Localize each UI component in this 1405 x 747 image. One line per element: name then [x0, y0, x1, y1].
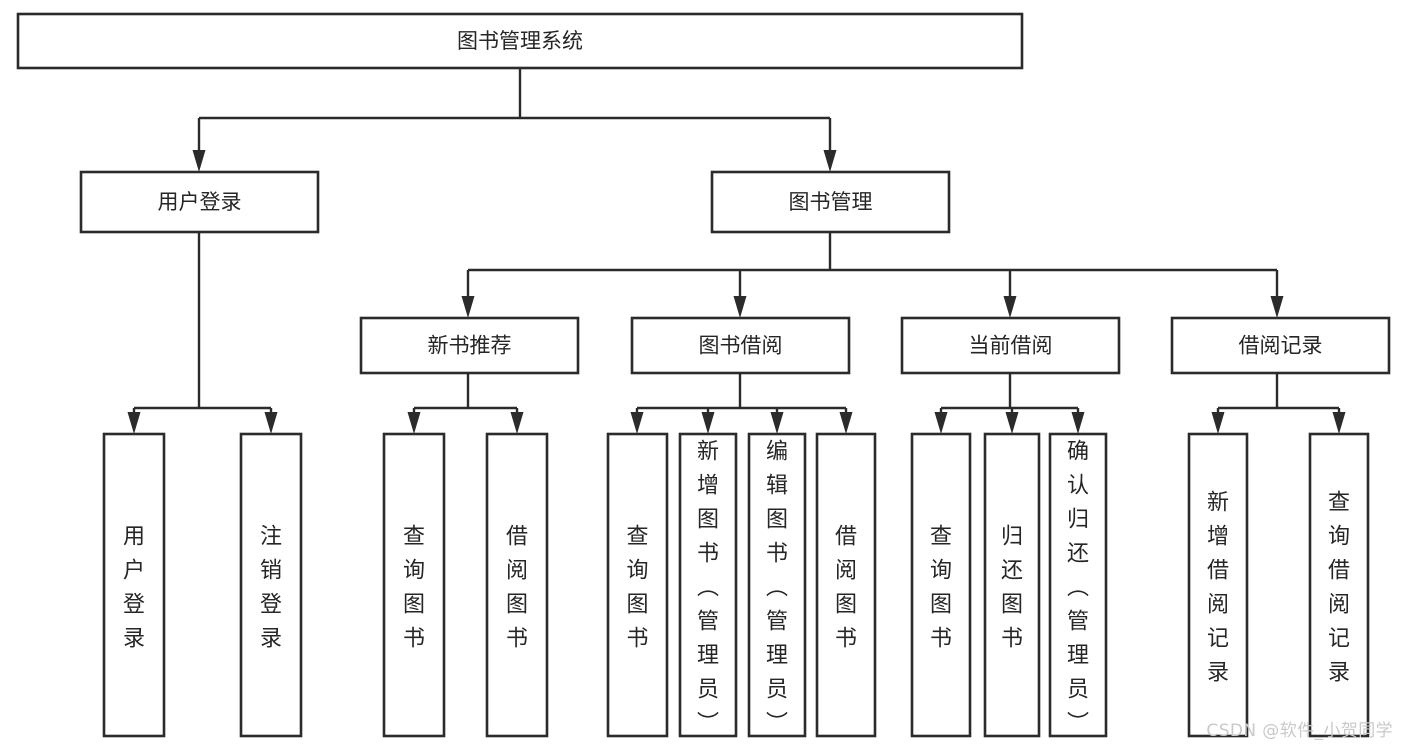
- arrow-head-icon: [510, 412, 524, 434]
- node-box[interactable]: [359, 316, 580, 375]
- node-layer: 图书管理系统用户登录图书管理新书推荐图书借阅当前借阅借阅记录用户登录注销登录查询…: [16, 12, 1391, 738]
- node-box[interactable]: [606, 432, 669, 738]
- node-box[interactable]: [1308, 432, 1370, 738]
- node-box[interactable]: [630, 316, 851, 375]
- arrow-head-icon: [264, 412, 278, 434]
- node-l3-新书推荐[interactable]: 新书推荐: [359, 316, 580, 375]
- node-box[interactable]: [239, 432, 303, 738]
- node-box[interactable]: [678, 432, 738, 738]
- arrow-head-icon: [1270, 296, 1284, 318]
- node-label: 图书借阅: [699, 334, 783, 358]
- node-box[interactable]: [79, 170, 320, 234]
- node-leaf-查询图书[interactable]: 查询图书: [382, 432, 446, 738]
- node-leaf-查询借阅记录[interactable]: 查询借阅记录: [1308, 432, 1370, 738]
- node-box[interactable]: [910, 432, 972, 738]
- arrow-head-icon: [934, 412, 948, 434]
- node-box[interactable]: [983, 432, 1041, 738]
- arrow-head-icon: [839, 412, 853, 434]
- node-label: 图书管理: [789, 190, 873, 214]
- node-l3-图书借阅[interactable]: 图书借阅: [630, 316, 851, 375]
- connector-layer: [127, 68, 1346, 434]
- arrow-head-icon: [733, 296, 747, 318]
- arrow-head-icon: [823, 150, 837, 172]
- arrow-head-icon: [770, 412, 784, 434]
- node-root-图书管理系统[interactable]: 图书管理系统: [16, 12, 1024, 70]
- node-label: 用户登录: [158, 190, 242, 214]
- node-leaf-借阅图书[interactable]: 借阅图书: [485, 432, 549, 738]
- node-label: 新书推荐: [428, 334, 512, 358]
- node-leaf-查询图书[interactable]: 查询图书: [606, 432, 669, 738]
- node-label: 查询借阅记录: [1328, 491, 1350, 686]
- arrow-head-icon: [701, 412, 715, 434]
- node-label: 借阅记录: [1239, 334, 1323, 358]
- arrow-head-icon: [1332, 412, 1346, 434]
- arrow-head-icon: [1003, 296, 1017, 318]
- node-label: 查询图书: [626, 525, 648, 652]
- node-l2-图书管理[interactable]: 图书管理: [710, 170, 951, 234]
- node-label: 当前借阅: [969, 334, 1053, 358]
- node-label: 编辑图书︵管理员︶: [766, 440, 788, 737]
- node-box[interactable]: [102, 432, 166, 738]
- node-label: 借阅图书: [506, 525, 528, 652]
- node-box[interactable]: [1048, 432, 1108, 738]
- arrow-head-icon: [461, 296, 475, 318]
- node-leaf-新增图书管理员[interactable]: 新增图书︵管理员︶: [678, 432, 738, 738]
- node-leaf-新增借阅记录[interactable]: 新增借阅记录: [1187, 432, 1249, 738]
- node-label: 新增借阅记录: [1207, 491, 1229, 686]
- arrow-head-icon: [1071, 412, 1085, 434]
- node-l2-用户登录[interactable]: 用户登录: [79, 170, 320, 234]
- node-label: 注销登录: [260, 525, 282, 652]
- node-box[interactable]: [1170, 316, 1391, 375]
- node-leaf-借阅图书[interactable]: 借阅图书: [815, 432, 877, 738]
- arrow-head-icon: [1005, 412, 1019, 434]
- node-l3-借阅记录[interactable]: 借阅记录: [1170, 316, 1391, 375]
- node-label: 借阅图书: [835, 525, 857, 652]
- arrow-head-icon: [407, 412, 421, 434]
- node-box[interactable]: [747, 432, 807, 738]
- node-box[interactable]: [710, 170, 951, 234]
- node-leaf-查询图书[interactable]: 查询图书: [910, 432, 972, 738]
- arrow-head-icon: [192, 150, 206, 172]
- arrow-head-icon: [1211, 412, 1225, 434]
- node-label: 归还图书: [1001, 525, 1023, 652]
- arrow-head-icon: [127, 412, 141, 434]
- node-box[interactable]: [485, 432, 549, 738]
- node-leaf-用户登录[interactable]: 用户登录: [102, 432, 166, 738]
- node-label: 确认归还︵管理员︶: [1067, 440, 1089, 737]
- arrow-head-icon: [630, 412, 644, 434]
- node-leaf-确认归还管理员[interactable]: 确认归还︵管理员︶: [1048, 432, 1108, 738]
- node-l3-当前借阅[interactable]: 当前借阅: [900, 316, 1121, 375]
- node-leaf-注销登录[interactable]: 注销登录: [239, 432, 303, 738]
- node-label: 查询图书: [403, 525, 425, 652]
- node-label: 查询图书: [930, 525, 952, 652]
- node-label: 用户登录: [123, 525, 145, 652]
- node-label: 图书管理系统: [457, 29, 583, 53]
- node-label: 新增图书︵管理员︶: [697, 440, 719, 737]
- node-leaf-编辑图书管理员[interactable]: 编辑图书︵管理员︶: [747, 432, 807, 738]
- node-box[interactable]: [16, 12, 1024, 70]
- node-leaf-归还图书[interactable]: 归还图书: [983, 432, 1041, 738]
- node-box[interactable]: [382, 432, 446, 738]
- node-box[interactable]: [900, 316, 1121, 375]
- node-box[interactable]: [1187, 432, 1249, 738]
- node-box[interactable]: [815, 432, 877, 738]
